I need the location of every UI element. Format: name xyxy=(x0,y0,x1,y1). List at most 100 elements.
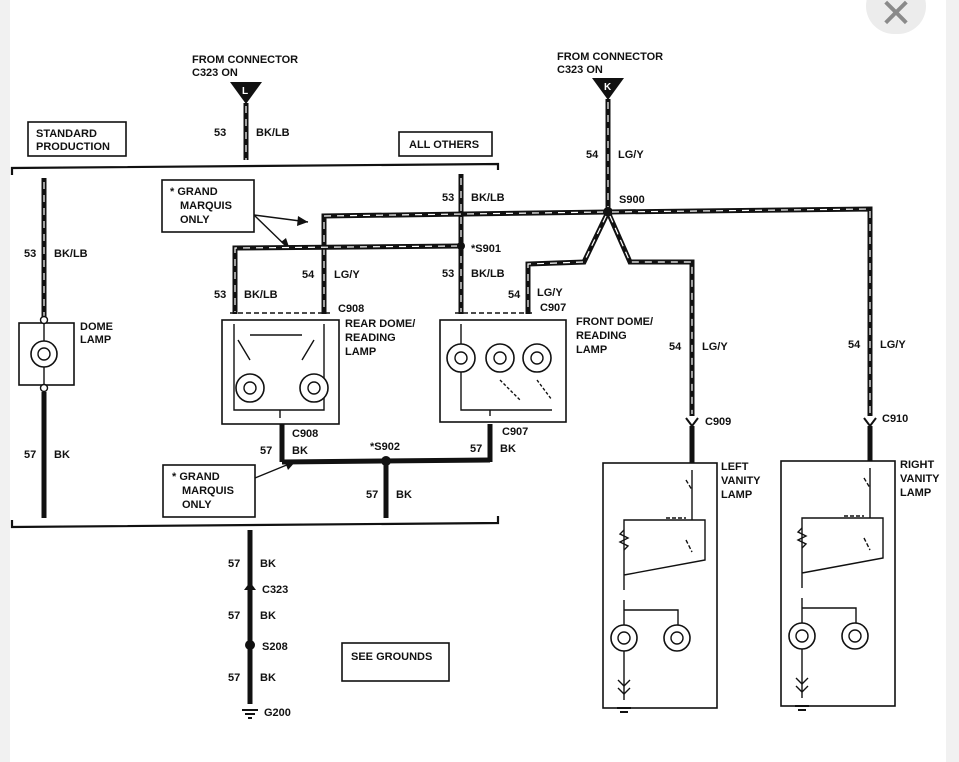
svg-text:S900: S900 xyxy=(619,194,645,206)
front-dome-reading-lamp: C907 FRONT DOME/ READING LAMP C907 57 BK xyxy=(439,302,653,462)
svg-text:*S901: *S901 xyxy=(471,243,501,255)
left-vanity-bulb-1 xyxy=(610,624,638,652)
svg-text:BK: BK xyxy=(396,489,412,501)
svg-text:REAR DOME/: REAR DOME/ xyxy=(345,318,415,330)
option-bracket-top xyxy=(10,162,500,175)
wire-label-54-k: 54 xyxy=(586,149,599,161)
svg-text:53: 53 xyxy=(214,289,226,301)
ground-trunk: 57 BK C323 57 BK S208 57 BK G200 xyxy=(228,530,291,719)
front-lamp-bulb-3 xyxy=(522,343,552,373)
connector-k-on-label: C323 ON xyxy=(557,64,603,76)
connector-l-from-label: FROM CONNECTOR xyxy=(192,54,298,66)
svg-text:ONLY: ONLY xyxy=(182,499,212,511)
dome-lamp-label-2: LAMP xyxy=(80,334,111,346)
svg-text:MARQUIS: MARQUIS xyxy=(182,485,234,497)
svg-text:S208: S208 xyxy=(262,641,288,653)
svg-text:RIGHT: RIGHT xyxy=(900,459,935,471)
middle-wiring: 53 BK/LB 53 BK/LB *S901 54 LG/Y 53 BK/LB… xyxy=(214,174,906,416)
svg-text:LAMP: LAMP xyxy=(576,344,607,356)
connector-c909: C909 xyxy=(705,416,731,428)
right-vanity-bulb-1 xyxy=(788,622,816,650)
standard-production-line-2: PRODUCTION xyxy=(36,141,110,153)
svg-text:57: 57 xyxy=(366,489,378,501)
svg-text:BK/LB: BK/LB xyxy=(471,268,505,280)
svg-text:BK: BK xyxy=(260,558,276,570)
svg-text:VANITY: VANITY xyxy=(721,475,761,487)
dome-lamp-box xyxy=(18,322,75,386)
svg-text:BK/LB: BK/LB xyxy=(471,192,505,204)
svg-text:MARQUIS: MARQUIS xyxy=(180,200,232,212)
connector-c908-top: C908 xyxy=(338,303,364,315)
splice-s901 xyxy=(457,242,465,250)
see-grounds-label: SEE GROUNDS xyxy=(351,651,432,663)
connector-k-from-label: FROM CONNECTOR xyxy=(557,51,663,63)
svg-text:VANITY: VANITY xyxy=(900,473,940,485)
connector-l-on-label: C323 ON xyxy=(192,67,238,79)
wire-label-53-l: 53 xyxy=(214,127,226,139)
connector-k-pin: K xyxy=(604,82,612,93)
svg-text:53: 53 xyxy=(442,268,454,280)
ground-g200-icon xyxy=(242,709,258,719)
grand-marquis-note-2: * GRAND MARQUIS ONLY xyxy=(162,461,296,518)
option-bracket-bottom xyxy=(10,516,500,529)
connector-k-arrow xyxy=(592,78,624,100)
left-vanity-lamp: C909 LEFT VANITY LAMP xyxy=(602,416,761,713)
dome-lamp-label-1: DOME xyxy=(80,321,113,333)
svg-text:BK: BK xyxy=(500,443,516,455)
svg-text:57: 57 xyxy=(228,672,240,684)
rear-dome-reading-lamp: C908 REAR DOME/ READING LAMP C908 57 BK xyxy=(221,303,415,462)
wire-color-54-k: LG/Y xyxy=(618,149,644,161)
wire-label-57-left: 57 xyxy=(24,449,36,461)
close-button[interactable]: ✕ xyxy=(866,0,926,36)
connector-c907-bottom: C907 xyxy=(502,426,528,438)
svg-text:BK: BK xyxy=(260,672,276,684)
svg-text:54: 54 xyxy=(848,339,861,351)
grand-marquis-note-1: * GRAND MARQUIS ONLY xyxy=(161,179,309,250)
standard-production-line-1: STANDARD xyxy=(36,128,97,140)
svg-text:*S902: *S902 xyxy=(370,441,400,453)
connector-l-pin: L xyxy=(242,86,248,97)
front-lamp-bulb-2 xyxy=(485,343,515,373)
svg-text:BK/LB: BK/LB xyxy=(244,289,278,301)
svg-text:READING: READING xyxy=(576,330,627,342)
svg-text:ONLY: ONLY xyxy=(180,214,210,226)
connector-c908-bottom: C908 xyxy=(292,428,318,440)
right-vanity-lamp: C910 RIGHT VANITY LAMP xyxy=(780,413,940,711)
connector-k: FROM CONNECTOR C323 ON K 54 LG/Y xyxy=(557,51,663,212)
svg-text:57: 57 xyxy=(228,558,240,570)
s902-ground-bus: *S902 57 BK xyxy=(281,441,491,518)
svg-text:LG/Y: LG/Y xyxy=(334,269,360,281)
svg-text:57: 57 xyxy=(470,443,482,455)
all-others-label: ALL OTHERS xyxy=(409,139,479,151)
connector-l: FROM CONNECTOR C323 ON L 53 BK/LB xyxy=(192,54,298,160)
svg-text:LG/Y: LG/Y xyxy=(537,287,563,299)
left-vanity-bulb-2 xyxy=(663,624,691,652)
dome-lamp-bulb xyxy=(30,340,58,368)
svg-text:LAMP: LAMP xyxy=(900,487,931,499)
dome-lamp-circuit: 53 BK/LB DOME LAMP 57 BK xyxy=(18,178,113,518)
svg-text:54: 54 xyxy=(508,289,521,301)
all-others-box: ALL OTHERS xyxy=(398,131,493,157)
front-lamp-bulb-1 xyxy=(446,343,476,373)
svg-text:FRONT DOME/: FRONT DOME/ xyxy=(576,316,653,328)
svg-text:54: 54 xyxy=(669,341,682,353)
connector-c323: C323 xyxy=(262,584,288,596)
svg-text:LAMP: LAMP xyxy=(345,346,376,358)
rear-lamp-bulb-right xyxy=(299,373,329,403)
svg-text:READING: READING xyxy=(345,332,396,344)
wiring-diagram-sheet: FROM CONNECTOR C323 ON L 53 BK/LB FROM C… xyxy=(10,0,946,762)
close-icon[interactable]: ✕ xyxy=(879,0,913,36)
svg-text:LEFT: LEFT xyxy=(721,461,749,473)
svg-text:* GRAND: * GRAND xyxy=(172,471,220,483)
svg-text:BK: BK xyxy=(260,610,276,622)
wire-color-53-left: BK/LB xyxy=(54,248,88,260)
svg-text:57: 57 xyxy=(228,610,240,622)
right-vanity-bulb-2 xyxy=(841,622,869,650)
standard-production-box: STANDARD PRODUCTION xyxy=(27,121,127,157)
see-grounds-box: SEE GROUNDS xyxy=(341,642,450,682)
connector-l-arrow xyxy=(230,82,262,104)
wire-label-53-left: 53 xyxy=(24,248,36,260)
svg-text:53: 53 xyxy=(442,192,454,204)
connector-c907-top: C907 xyxy=(540,302,566,314)
